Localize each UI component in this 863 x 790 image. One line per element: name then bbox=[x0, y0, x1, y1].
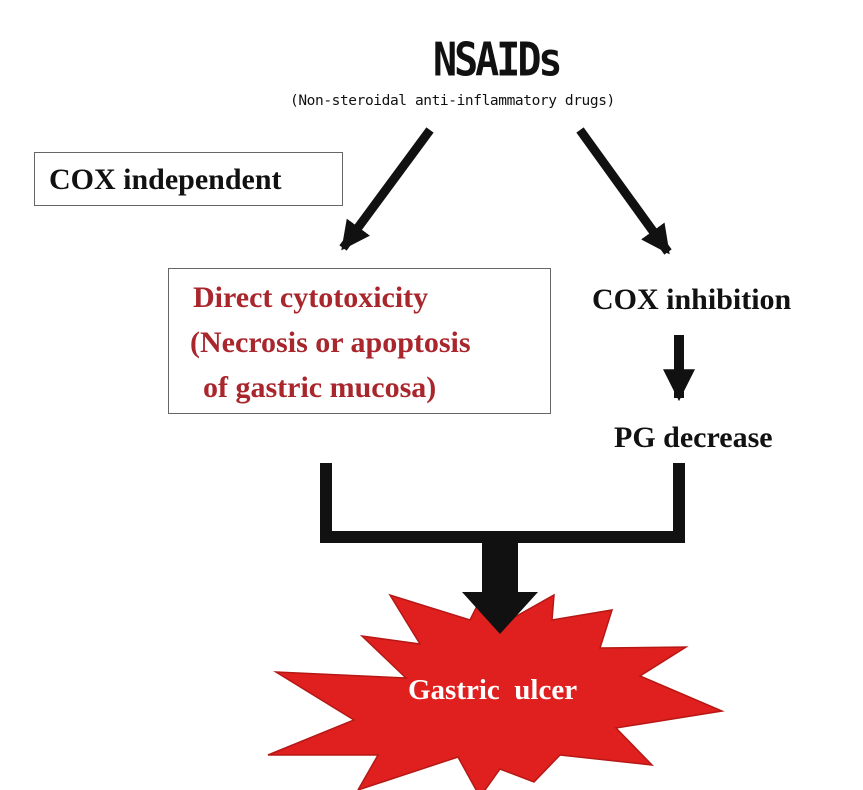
merge-down-arrow bbox=[462, 535, 538, 634]
nsaids-subtitle: (Non-steroidal anti-inflammatory drugs) bbox=[290, 93, 615, 109]
merge-connector bbox=[320, 463, 685, 543]
direct-cytotoxicity-line1: Direct cytotoxicity bbox=[193, 281, 429, 314]
arrow-to-cox-inhibition bbox=[576, 127, 672, 255]
cox-inhibition-label: COX inhibition bbox=[592, 283, 792, 316]
direct-cytotoxicity-box bbox=[168, 268, 551, 414]
arrow-to-cytotoxicity bbox=[339, 127, 434, 251]
gastric-ulcer-burst bbox=[267, 578, 725, 790]
pg-decrease-label: PG decrease bbox=[614, 421, 773, 454]
direct-cytotoxicity-line3: of gastric mucosa) bbox=[203, 371, 437, 404]
cox-independent-box: COX independent bbox=[34, 152, 343, 206]
gastric-ulcer-label: Gastric ulcer bbox=[408, 674, 578, 706]
direct-cytotoxicity-line2: (Necrosis or apoptosis bbox=[190, 326, 471, 359]
nsaids-title: NSAIDs bbox=[433, 34, 562, 87]
cox-independent-label: COX independent bbox=[49, 163, 282, 196]
